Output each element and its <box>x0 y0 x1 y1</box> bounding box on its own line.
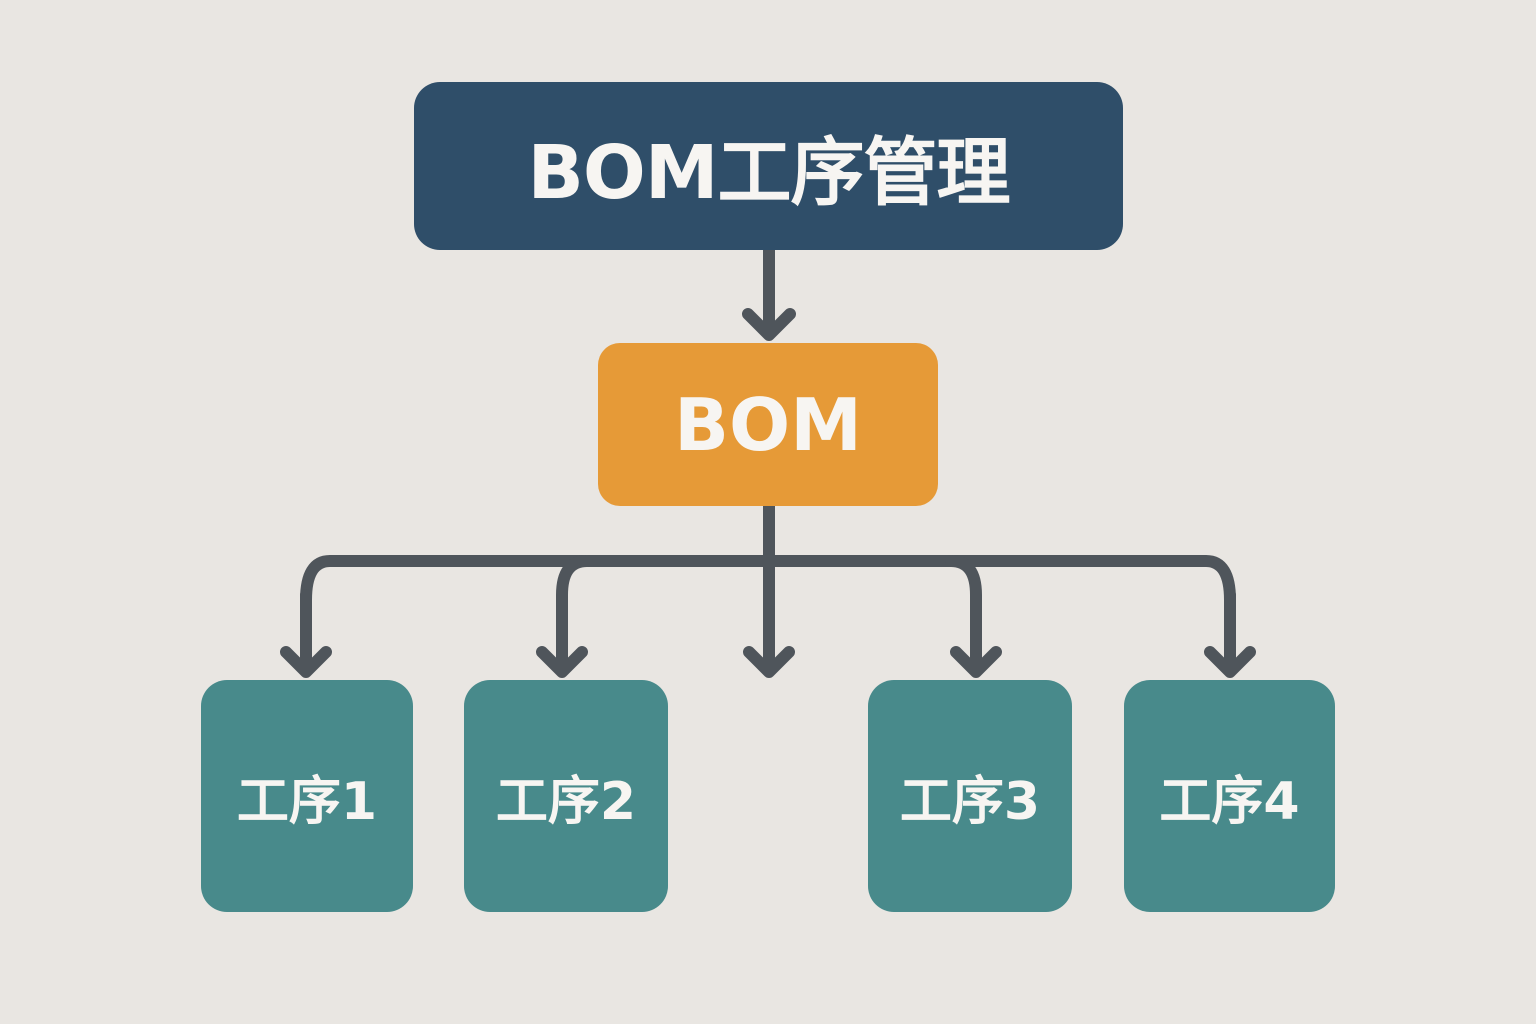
arrow-to-step-3 <box>945 555 982 674</box>
arrowhead-step-1 <box>280 646 332 678</box>
arrowhead-step-3 <box>950 646 1002 678</box>
arrowhead-step-4 <box>1204 646 1256 678</box>
step-node-2: 工序2 <box>464 680 668 912</box>
arrowhead-center <box>743 646 795 678</box>
step-node-1: 工序1 <box>201 680 413 912</box>
step-label: 工序2 <box>495 771 637 832</box>
step-node-4: 工序4 <box>1124 680 1335 912</box>
bus-line <box>300 555 1236 606</box>
step-label: 工序3 <box>899 771 1041 832</box>
arrowhead-step-2 <box>536 646 588 678</box>
title-node: BOM工序管理 <box>414 82 1123 250</box>
step-label: 工序4 <box>1159 771 1300 832</box>
step-node-3: 工序3 <box>868 680 1072 912</box>
bom-label: BOM <box>674 382 862 467</box>
bom-node: BOM <box>598 343 938 506</box>
arrow-to-step-2 <box>556 555 593 674</box>
title-label: BOM工序管理 <box>527 129 1011 216</box>
step-label: 工序1 <box>236 771 378 832</box>
arrowhead-bom <box>742 308 796 341</box>
